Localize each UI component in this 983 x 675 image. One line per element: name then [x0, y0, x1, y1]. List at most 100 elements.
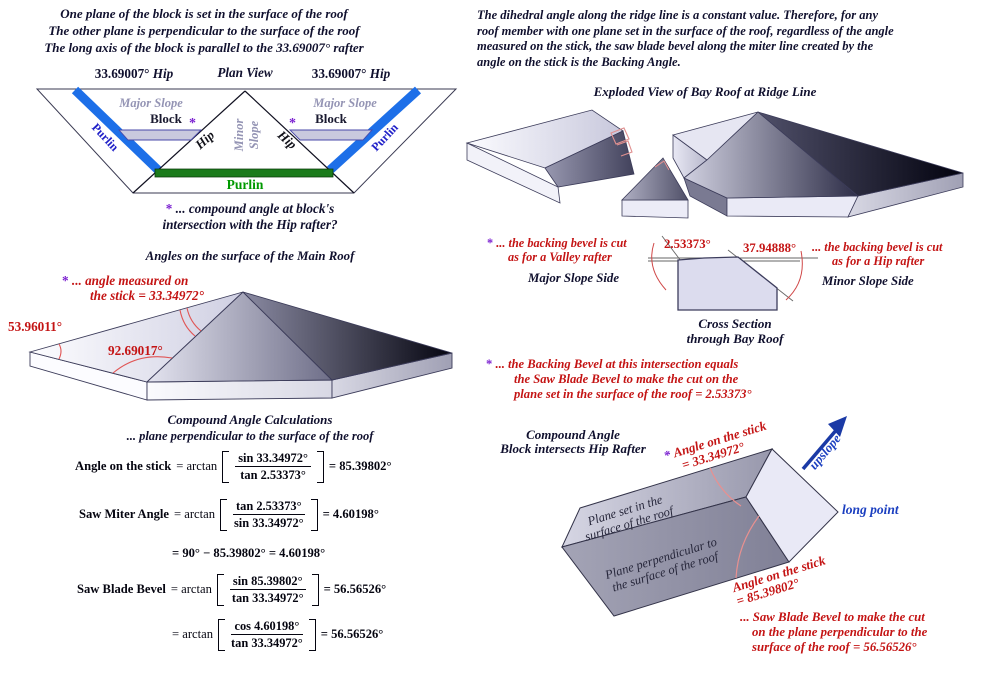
formula-saw-blade-bevel: Saw Blade Bevel = arctan sin 85.39802° t… — [77, 574, 386, 606]
minor-slope-label: Minor Slope — [232, 103, 262, 167]
formula-bevel-alt: = arctan cos 4.60198° tan 33.34972° = 56… — [172, 619, 383, 651]
bracket-left-icon — [222, 451, 230, 483]
formula-5-result: = 56.56526° — [320, 627, 384, 642]
hip-word-right: Hip — [369, 66, 391, 81]
caption-asterisk: * — [165, 201, 173, 216]
major-slope-right-label: Major Slope — [313, 96, 377, 110]
cs-arc-valley — [651, 242, 667, 291]
cs-angle-large-label: 37.94888° — [743, 241, 797, 255]
plan-purlin-bar — [154, 168, 334, 178]
valley-asterisk: * — [487, 236, 494, 250]
calc-title-line-2: ... plane perpendicular to the surface o… — [126, 429, 374, 443]
stick-note-line-2: the stick = 33.34972° — [90, 288, 204, 303]
calc-title-line-1: Compound Angle Calculations — [167, 412, 333, 427]
stick-note-asterisk: * — [62, 273, 69, 288]
right-intro-line-1: The dihedral angle along the ridge line … — [477, 8, 879, 22]
formula-2-result: = 4.60198° — [322, 507, 379, 522]
bracket-right-icon — [316, 451, 324, 483]
cs-caption-line-1: Cross Section — [698, 316, 772, 331]
hip-label-left: 33.69007° Hip — [84, 66, 184, 82]
formula-5-op: = arctan — [172, 627, 214, 642]
left-intro-line-2: The other plane is perpendicular to the … — [48, 23, 360, 38]
purlin-bottom-label: Purlin — [226, 177, 264, 192]
major-slope-left-label: Major Slope — [119, 96, 183, 110]
formula-4-label: Saw Blade Bevel — [77, 582, 166, 597]
mainroof-band-front — [146, 379, 333, 401]
backing-asterisk: * — [486, 357, 493, 371]
plan-hip-line-left — [132, 90, 246, 194]
formula-5-denominator: tan 33.34972° — [231, 636, 303, 651]
right-intro-line-4: angle on the stick is the Backing Angle. — [477, 55, 681, 69]
exploded-view-title: Exploded View of Bay Roof at Ridge Line — [593, 84, 817, 99]
wedge-band-front — [466, 142, 561, 204]
triangle-backing-marker — [654, 160, 670, 171]
bigroof-face-right — [757, 111, 964, 197]
mainroof-arc-53 — [58, 343, 62, 360]
stick-note-text-1: ... angle measured on — [71, 273, 189, 288]
plan-asterisk-left: * — [189, 116, 196, 131]
block-end-face — [745, 448, 839, 563]
bigroof-band-front — [726, 195, 859, 218]
valley-note-line-2: as for a Valley rafter — [508, 250, 612, 264]
valley-note-line-1: * ... the backing bevel is cut — [487, 236, 627, 251]
hip-note-line-1: ... the backing bevel is cut — [812, 240, 943, 254]
left-intro-line-3: The long axis of the block is parallel t… — [44, 40, 364, 55]
stick-note-line-1: * ... angle measured on — [62, 273, 188, 289]
hip-label-right: 33.69007° Hip — [303, 66, 399, 82]
cs-angle-small-label: 2.53373° — [664, 237, 711, 251]
mainroof-arc-stick-outer — [179, 309, 196, 337]
saw-note-line-2: on the plane perpendicular to the — [752, 625, 928, 639]
formula-1-op: = arctan — [176, 459, 218, 474]
minor-slope-line-2: Slope — [247, 120, 261, 150]
formula-1-result: = 85.39802° — [328, 459, 392, 474]
block-title-line-2: Block intersects Hip Rafter — [500, 441, 646, 456]
bracket-right-icon — [310, 499, 318, 531]
plan-caption-line-1: * ... compound angle at block's — [120, 201, 380, 217]
bracket-right-icon — [311, 574, 319, 606]
plan-block-bar-left — [117, 129, 203, 141]
block-arc-stick-front — [735, 515, 760, 579]
formula-saw-miter: Saw Miter Angle = arctan tan 2.53373° si… — [79, 499, 379, 531]
plan-purlin-stripe-left — [71, 86, 162, 174]
formula-1-numerator: sin 33.34972° — [235, 451, 311, 468]
mainroof-arc-92 — [112, 356, 173, 374]
backing-note-line-3: plane set in the surface of the roof = 2… — [514, 387, 752, 401]
main-roof-title: Angles on the surface of the Main Roof — [145, 249, 355, 263]
wedge-backing-marker-2 — [616, 140, 633, 157]
formula-1-fraction: sin 33.34972° tan 2.53373° — [235, 451, 311, 483]
cs-arc-hip — [785, 250, 803, 301]
formula-2-numerator: tan 2.53373° — [233, 499, 305, 516]
long-point-label: long point — [842, 502, 899, 517]
triangle-face — [621, 157, 689, 201]
plan-block-bar-right — [288, 129, 374, 141]
block-arc-stick-top — [709, 467, 742, 507]
block-left-label: Block — [150, 111, 182, 126]
plan-caption-line-2: intersection with the Hip rafter? — [162, 217, 338, 232]
formula-4-op: = arctan — [170, 582, 212, 597]
hip-angle-value-left: 33.69007° — [94, 66, 150, 81]
cs-steep-ext-line — [661, 235, 682, 262]
hip-note-line-2: as for a Hip rafter — [832, 254, 925, 268]
upslope-arrow-head — [828, 416, 847, 437]
right-intro-line-2: roof member with one plane set in the su… — [477, 24, 894, 38]
backing-note-line-1: * ... the Backing Bevel at this intersec… — [486, 357, 738, 372]
minor-slope-line-1: Minor — [232, 118, 246, 152]
cs-caption-line-2: through Bay Roof — [686, 331, 784, 346]
bracket-left-icon — [216, 574, 224, 606]
backing-note-text-1: ... the Backing Bevel at this intersecti… — [495, 357, 739, 371]
hip-word-left: Hip — [152, 66, 174, 81]
formula-4-denominator: tan 33.34972° — [231, 591, 304, 606]
plan-hip-line-right — [244, 90, 355, 194]
saw-note-line-1: ... Saw Blade Bevel to make the cut — [740, 610, 925, 624]
formula-2-label: Saw Miter Angle — [79, 507, 170, 522]
formula-1-denominator: tan 2.53373° — [240, 468, 306, 483]
formula-2-op: = arctan — [174, 507, 216, 522]
bracket-right-icon — [308, 619, 316, 651]
left-intro-line-1: One plane of the block is set in the sur… — [60, 6, 348, 21]
plan-caption-text-1: ... compound angle at block's — [175, 201, 335, 216]
formula-5-numerator: cos 4.60198° — [231, 619, 303, 636]
mainroof-face-right — [242, 291, 453, 381]
formula-miter-alt: = 90° − 85.39802° = 4.60198° — [172, 546, 326, 560]
bracket-left-icon — [220, 499, 228, 531]
